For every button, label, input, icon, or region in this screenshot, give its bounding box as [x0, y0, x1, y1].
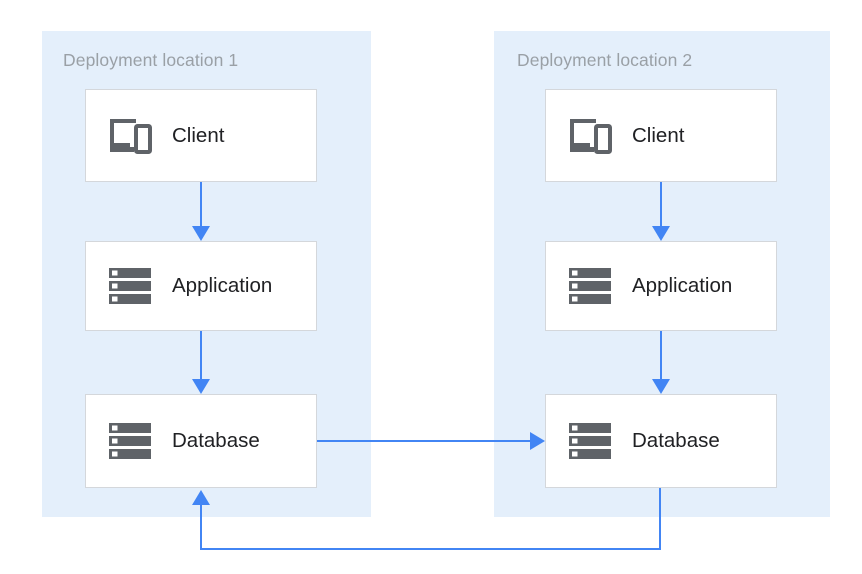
- node-database-1[interactable]: Database: [85, 394, 317, 488]
- node-database-2[interactable]: Database: [545, 394, 777, 488]
- deployment-zone-2-label: Deployment location 2: [517, 50, 693, 70]
- node-application-1-label: Application: [172, 274, 273, 297]
- node-database-2-label: Database: [632, 429, 720, 452]
- node-client-2[interactable]: Client: [545, 89, 777, 182]
- node-application-1[interactable]: Application: [85, 241, 317, 331]
- node-client-1-label: Client: [172, 123, 225, 147]
- server-stack-icon: [564, 418, 616, 464]
- node-client-2-label: Client: [632, 123, 685, 147]
- devices-icon: [104, 113, 156, 159]
- node-application-2-label: Application: [632, 274, 733, 297]
- server-stack-icon: [564, 263, 616, 309]
- deployment-zone-1-label: Deployment location 1: [63, 50, 239, 70]
- node-client-1[interactable]: Client: [85, 89, 317, 182]
- node-application-2[interactable]: Application: [545, 241, 777, 331]
- server-stack-icon: [104, 263, 156, 309]
- node-database-1-label: Database: [172, 429, 260, 452]
- devices-icon: [564, 113, 616, 159]
- server-stack-icon: [104, 418, 156, 464]
